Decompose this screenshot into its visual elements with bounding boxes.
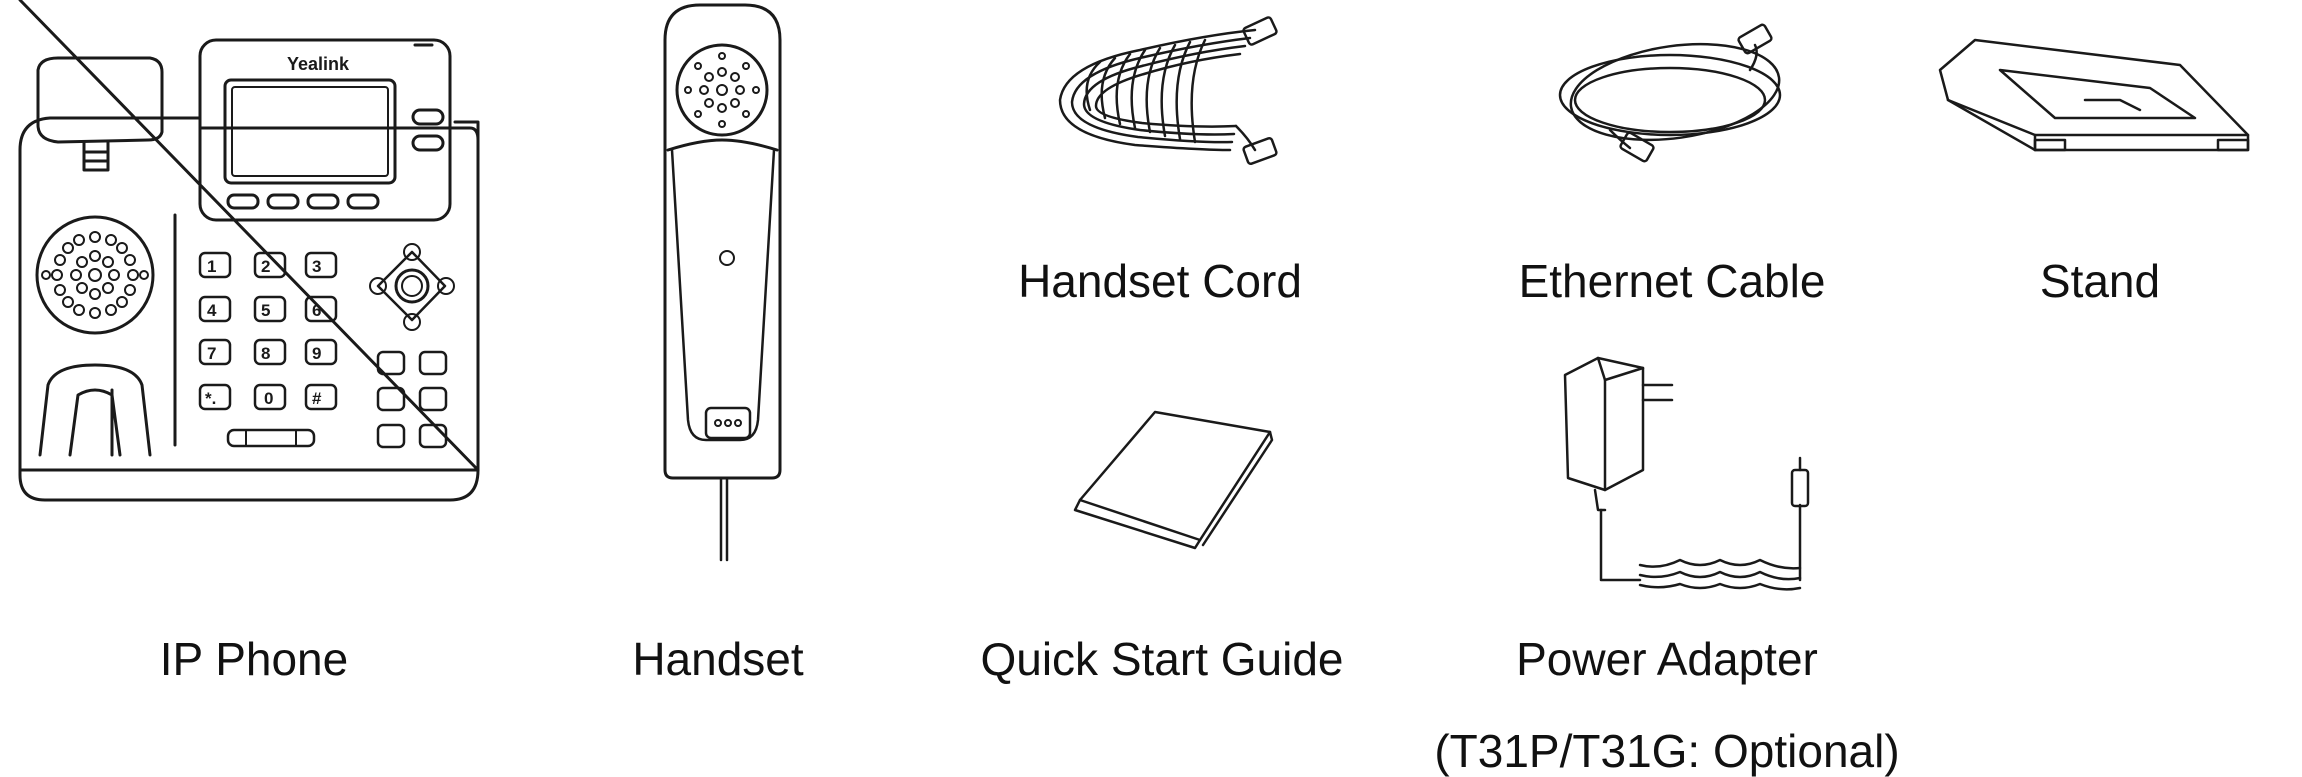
label-power-adapter: Power Adapter — [1516, 633, 1818, 685]
volume-bar — [226, 428, 316, 448]
phone-brand-logo: Yealink — [287, 54, 350, 74]
key-0-label: 0 — [264, 389, 273, 408]
handset-speaker-holes — [684, 52, 760, 128]
key-3-label: 3 — [312, 257, 321, 276]
key-star-label: *. — [205, 389, 216, 408]
ip-phone-illustration: Yealink 1 2 3 4 5 6 7 8 9 *. 0 — [18, 0, 480, 502]
key-8-label: 8 — [261, 344, 270, 363]
key-7-label: 7 — [207, 344, 216, 363]
key-5-label: 5 — [261, 301, 270, 320]
navigation-cluster — [369, 243, 455, 331]
key-6-label: 6 — [312, 301, 321, 320]
label-quick-start-guide: Quick Start Guide — [980, 633, 1344, 685]
handset-cord-illustration — [1058, 16, 1278, 165]
handset-illustration — [663, 3, 782, 562]
label-handset-cord: Handset Cord — [1018, 255, 1302, 307]
ethernet-cable-illustration — [1558, 23, 1782, 163]
label-power-adapter-note: (T31P/T31G: Optional) — [1434, 725, 1900, 777]
label-ethernet-cable: Ethernet Cable — [1518, 255, 1826, 307]
stand-illustration — [1938, 38, 2250, 152]
label-ip-phone: IP Phone — [159, 633, 349, 685]
key-2-label: 2 — [261, 257, 270, 276]
key-hash-label: # — [312, 389, 322, 408]
quick-start-guide-illustration — [1073, 410, 1274, 550]
label-handset: Handset — [632, 633, 804, 685]
power-adapter-illustration — [1563, 356, 1810, 591]
key-1-label: 1 — [207, 257, 216, 276]
key-9-label: 9 — [312, 344, 321, 363]
label-stand: Stand — [2039, 255, 2161, 307]
speaker-grill-holes — [41, 231, 149, 319]
dialpad — [198, 251, 338, 411]
key-4-label: 4 — [207, 301, 217, 320]
function-keys — [376, 350, 448, 449]
